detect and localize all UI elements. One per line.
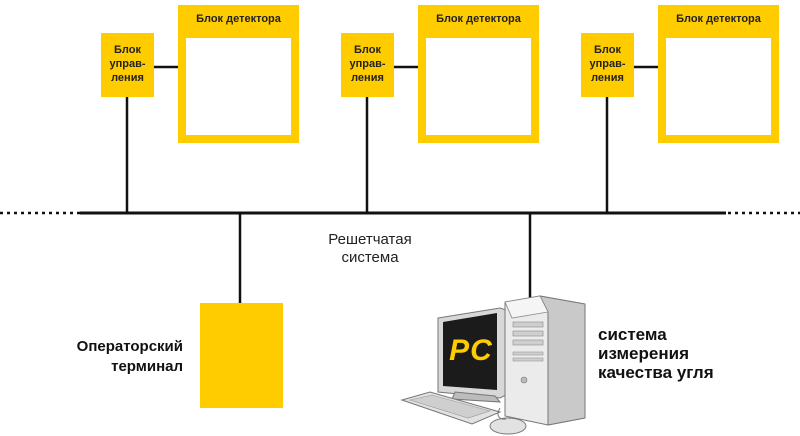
unit-3-detector-window (666, 38, 771, 135)
front-vent-1 (512, 351, 544, 356)
unit-2-detector-title: Блок детектора (436, 13, 521, 25)
network-label: Решетчатая система (305, 231, 435, 267)
unit-1 (101, 5, 299, 213)
unit-1-controller-box (101, 33, 154, 97)
unit-3-controller-line-2: управ- (589, 58, 626, 70)
unit-2-controller-label: Блок управ- ления (341, 43, 394, 85)
tower-top (504, 295, 549, 319)
operator-terminal-box (200, 303, 283, 408)
unit-1-controller-line-2: управ- (109, 58, 146, 70)
monitor-screen (443, 313, 497, 390)
pc-screen-text: PC (449, 334, 493, 367)
pc-label-line-2: измерения (598, 344, 689, 363)
unit-1-controller-line-3: ления (111, 72, 144, 84)
network-label-line-1: Решетчатая (328, 231, 412, 248)
drive-bay-2 (512, 330, 544, 337)
front-vent-2 (512, 357, 544, 362)
unit-3-detector-title: Блок детектора (676, 13, 761, 25)
unit-1-detector-window (186, 38, 291, 135)
unit-2-controller-line-3: ления (351, 72, 384, 84)
drive-bay-1 (512, 321, 544, 328)
drive-bay-3 (512, 339, 544, 346)
unit-2-controller-line-1: Блок (354, 44, 381, 56)
unit-2-controller-box (341, 33, 394, 97)
unit-2 (341, 5, 539, 213)
pc-label-line-3: качества угля (598, 363, 714, 382)
unit-2-detector-window (426, 38, 531, 135)
unit-3-controller-label: Блок управ- ления (581, 43, 634, 85)
monitor-stand (451, 391, 502, 403)
keyboard-keys (408, 394, 492, 419)
network-label-line-2: система (341, 249, 399, 266)
pc-system-label: система измерения качества угля (598, 325, 788, 382)
pc-label-line-1: система (598, 325, 667, 344)
unit-2-controller-line-2: управ- (349, 58, 386, 70)
power-button (520, 376, 528, 384)
computer-icon (400, 295, 586, 435)
unit-3 (581, 5, 779, 213)
unit-3-controller-line-1: Блок (594, 44, 621, 56)
unit-1-detector-title: Блок детектора (196, 13, 281, 25)
mouse (489, 417, 527, 435)
unit-3-controller-line-3: ления (591, 72, 624, 84)
operator-label-line-1: Операторский (76, 338, 183, 355)
unit-1-controller-line-1: Блок (114, 44, 141, 56)
operator-label-line-2: терминал (111, 358, 183, 375)
mouse-cable (497, 407, 507, 420)
unit-3-controller-box (581, 33, 634, 97)
operator-terminal-label: Операторский терминал (20, 337, 183, 377)
unit-1-controller-label: Блок управ- ления (101, 43, 154, 85)
